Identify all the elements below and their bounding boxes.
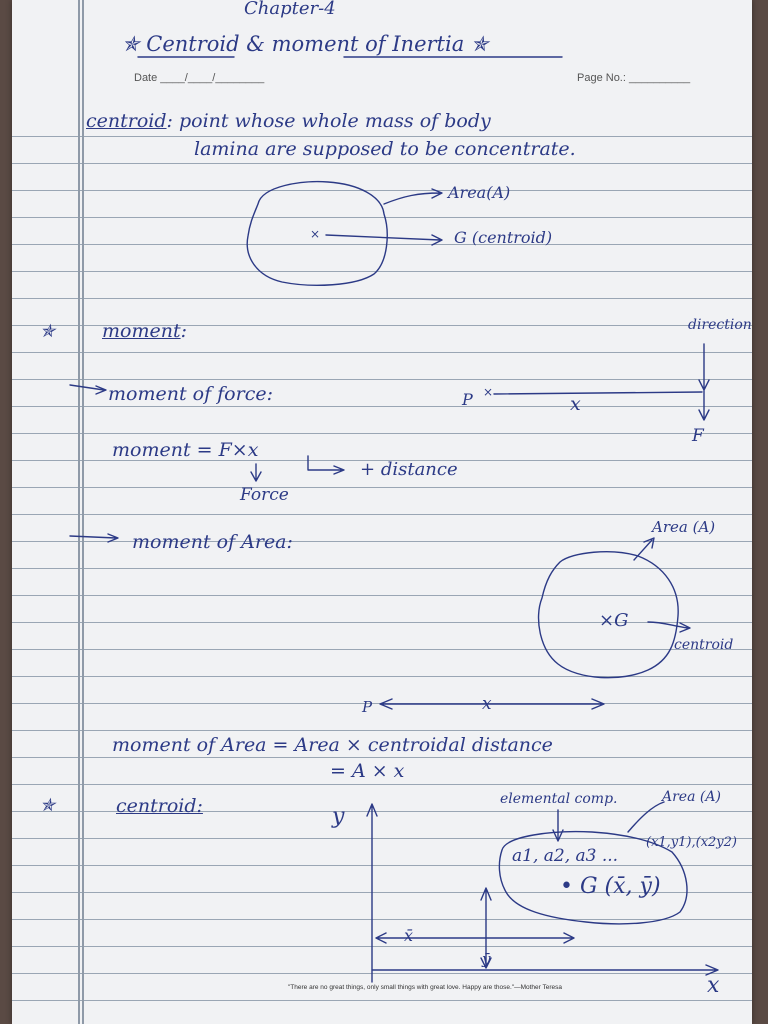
star-icon: ✯ — [464, 32, 489, 56]
footer-quote: "There are no great things, only small t… — [288, 984, 563, 991]
arrow-icon — [69, 533, 119, 543]
star-icon: ✯ — [40, 795, 56, 816]
y-axis-label: y — [332, 804, 345, 829]
page-number-field: Page No.: __________ — [577, 72, 691, 84]
chapter-heading: Chapter-4 — [244, 0, 336, 19]
force-label: Force — [240, 485, 289, 505]
centroid-label-2: centroid — [674, 637, 734, 653]
centroid-heading-2: centroid: — [116, 797, 203, 816]
moment-of-area-heading: moment of Area: — [132, 531, 293, 553]
moment-heading: moment: — [102, 322, 187, 341]
moment-of-force-heading: moment of force: — [108, 383, 273, 405]
area-label-2: Area (A) — [652, 518, 716, 536]
date-field: Date ____/____/________ — [134, 72, 265, 84]
point-p-label: P — [462, 390, 473, 409]
ybar-arrow — [480, 887, 492, 969]
y-axis — [366, 803, 378, 983]
distance-label-text: distance — [380, 459, 458, 480]
coords-label: (x1,y1),(x2y2) — [646, 835, 737, 850]
margin-line-left-2 — [82, 0, 84, 1024]
xbar-arrow — [375, 932, 575, 944]
area-arrow-2 — [633, 537, 655, 561]
area-blob-1 — [246, 180, 388, 286]
centroid-g-label: ×G — [599, 610, 629, 631]
point-x-mark: × — [483, 385, 494, 399]
elemental-comp-label: elemental comp. — [500, 791, 618, 807]
moment-formula: moment = F×x — [112, 439, 259, 461]
elements-label: a1, a2, a3 ... — [512, 846, 619, 866]
direction-label: direction — [688, 317, 752, 333]
g-coords-label: • G (x̄, ȳ) — [560, 874, 661, 899]
x-axis-label: x — [707, 973, 720, 998]
star-icon: ✯ — [40, 321, 56, 342]
centroid-arrow-2 — [647, 621, 691, 633]
area-blob-2 — [537, 551, 679, 679]
distance-label: + distance — [360, 459, 458, 480]
arrow-icon — [69, 384, 107, 395]
formula-arrows — [250, 455, 345, 482]
direction-arrow — [698, 343, 710, 421]
centroid-definition-line2: lamina are supposed to be concentrate. — [194, 138, 576, 160]
area-blob-3 — [498, 830, 688, 925]
p-distance-arrow — [379, 698, 605, 710]
centroid-term: centroid — [86, 110, 167, 132]
elemental-arrow — [552, 809, 564, 842]
force-f-label: F — [692, 426, 704, 446]
area-label-1: Area(A) — [448, 183, 511, 202]
area-point-p: P — [362, 698, 373, 716]
header-band — [12, 0, 752, 100]
moment-colon: : — [180, 320, 187, 342]
centroid-def-text: : point whose whole mass of body — [166, 110, 491, 132]
page-title-text: Centroid & moment of Inertia — [146, 32, 465, 56]
centroid-arrow-1 — [325, 234, 443, 246]
x-axis — [371, 964, 719, 976]
moment-area-formula-2: = A × x — [330, 760, 405, 782]
centroid-heading-2-text: centroid: — [116, 795, 203, 817]
moment-area-formula-1: moment of Area = Area × centroidal dista… — [112, 734, 553, 756]
margin-line-left — [78, 0, 80, 1024]
centroid-label-1: G (centroid) — [454, 228, 553, 247]
area-arrow-3 — [627, 801, 665, 833]
distance-line — [493, 391, 703, 395]
centroid-mark-1: × — [310, 227, 321, 241]
xbar-label: x̄ — [404, 926, 414, 945]
moment-heading-text: moment — [102, 320, 181, 342]
distance-x-label: x — [570, 393, 581, 415]
page-title: ✯ Centroid & moment of Inertia ✯ — [122, 34, 489, 55]
g-coords-text: G (x̄, ȳ) — [579, 874, 661, 899]
star-icon: ✯ — [122, 32, 147, 56]
area-label-3: Area (A) — [662, 789, 721, 805]
area-arrow-1 — [383, 188, 443, 205]
centroid-definition-line1: centroid: point whose whole mass of body — [86, 112, 491, 131]
ink-drawings — [69, 56, 719, 983]
notebook-page: Chapter-4 ✯ Centroid & moment of Inertia… — [12, 0, 752, 1024]
